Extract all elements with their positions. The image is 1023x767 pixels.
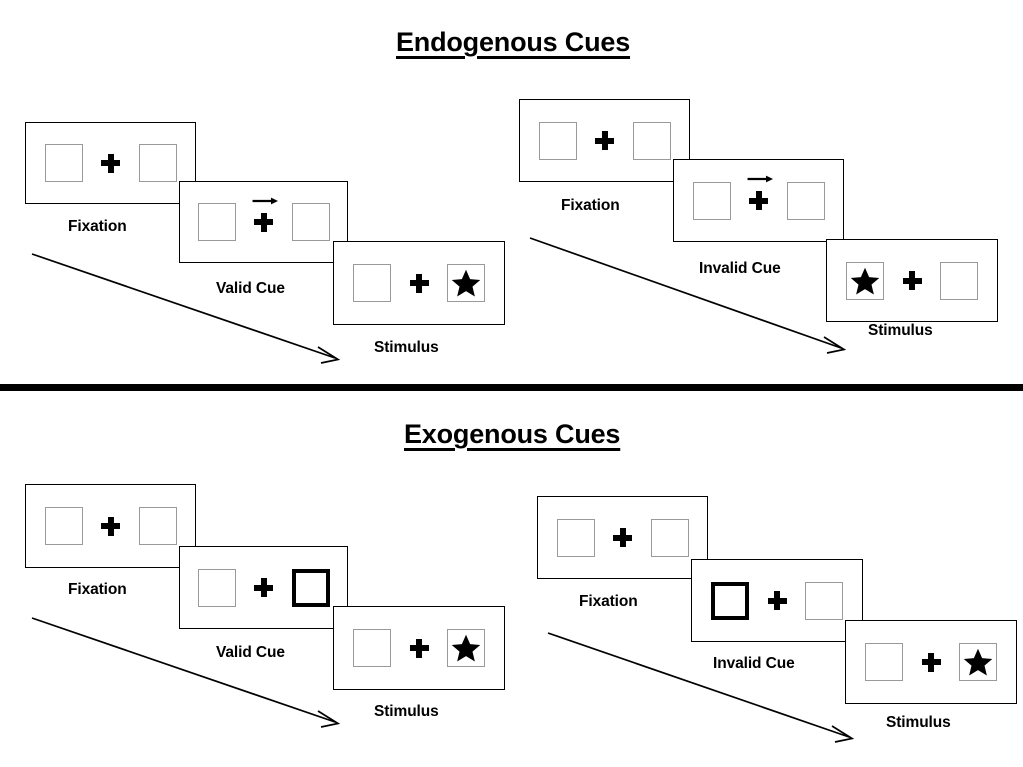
arrow-right-cue-icon: [747, 175, 773, 183]
placeholder-box-left: [44, 144, 83, 182]
frame-center: [612, 528, 634, 547]
trial-frame-exogenous-invalid-fixation: [537, 496, 708, 579]
section-title-exogenous: Exogenous Cues: [404, 419, 621, 449]
placeholder-box-right: [138, 507, 177, 545]
placeholder-box-left: [556, 518, 595, 557]
fixation-cross-icon: [613, 528, 632, 547]
fixation-cross-icon: [101, 516, 120, 536]
trial-frame-endogenous-invalid-stimulus: [826, 239, 998, 322]
trial-frame-exogenous-invalid-stimulus: [845, 620, 1017, 704]
frame-content: [827, 240, 997, 321]
frame-content: [520, 100, 689, 181]
placeholder-box-left: [353, 264, 391, 302]
trial-frame-endogenous-invalid-cue: [673, 159, 844, 242]
frame-center: [901, 271, 923, 290]
placeholder-box-left: [197, 568, 236, 607]
frame-caption-exogenous-valid-stimulus: Stimulus: [374, 703, 439, 720]
frame-content: [538, 497, 707, 578]
placeholder-box-right: [291, 203, 330, 241]
frame-content: [180, 182, 347, 262]
placeholder-box-left: [865, 643, 903, 681]
target-box-left: [846, 261, 884, 300]
section-title-endogenous: Endogenous Cues: [396, 27, 631, 57]
sequence-arrow-endogenous-valid: [31, 253, 341, 364]
sequence-arrow-endogenous-invalid: [529, 237, 847, 354]
trial-frame-exogenous-valid-cue: [179, 546, 348, 629]
trial-frame-endogenous-valid-fixation: [25, 122, 196, 204]
frame-caption-exogenous-valid-cue: Valid Cue: [216, 644, 285, 661]
placeholder-box-right: [650, 518, 689, 557]
frame-caption-exogenous-valid-fixation: Fixation: [68, 581, 127, 598]
frame-center: [253, 578, 275, 597]
trial-frame-exogenous-valid-stimulus: [333, 606, 505, 690]
cued-box-left: [711, 581, 749, 620]
placeholder-box-right: [940, 261, 978, 300]
frame-caption-endogenous-invalid-cue: Invalid Cue: [699, 260, 781, 277]
frame-caption-endogenous-valid-stimulus: Stimulus: [374, 339, 439, 356]
trial-frame-exogenous-invalid-cue: [691, 559, 863, 642]
arrow-right-cue-icon: [252, 197, 278, 204]
trial-frame-endogenous-valid-stimulus: [333, 241, 505, 325]
frame-caption-exogenous-invalid-cue: Invalid Cue: [713, 655, 795, 672]
frame-center: [408, 273, 430, 293]
frame-caption-endogenous-valid-fixation: Fixation: [68, 218, 127, 235]
placeholder-box-left: [538, 121, 577, 160]
frame-center: [252, 197, 278, 232]
placeholder-box-right: [805, 581, 843, 620]
fixation-cross-icon: [921, 652, 941, 672]
fixation-cross-icon: [409, 273, 429, 293]
star-icon: [963, 648, 993, 676]
fixation-cross-icon: [749, 191, 768, 210]
placeholder-box-left: [44, 507, 83, 545]
frame-content: [692, 560, 862, 641]
frame-content: [846, 621, 1016, 703]
placeholder-box-right: [632, 121, 671, 160]
section-divider: [0, 384, 1023, 391]
frame-caption-endogenous-valid-cue: Valid Cue: [216, 280, 285, 297]
fixation-cross-icon: [254, 578, 273, 597]
frame-content: [180, 547, 347, 628]
placeholder-box-left: [353, 629, 391, 667]
frame-caption-exogenous-invalid-fixation: Fixation: [579, 593, 638, 610]
fixation-cross-icon: [254, 212, 273, 232]
frame-center: [766, 591, 788, 610]
fixation-cross-icon: [409, 638, 429, 658]
frame-content: [334, 242, 504, 324]
frame-center: [408, 638, 430, 658]
star-icon: [451, 634, 481, 662]
frame-center: [100, 153, 122, 173]
placeholder-box-right: [138, 144, 177, 182]
sequence-arrow-exogenous-valid: [31, 617, 341, 728]
frame-content: [674, 160, 843, 241]
trial-frame-exogenous-valid-fixation: [25, 484, 196, 568]
frame-content: [26, 485, 195, 567]
frame-content: [334, 607, 504, 689]
frame-center: [747, 175, 773, 210]
frame-caption-endogenous-invalid-fixation: Fixation: [561, 197, 620, 214]
sequence-arrow-exogenous-invalid: [547, 632, 855, 743]
placeholder-box-left: [197, 203, 236, 241]
frame-caption-exogenous-invalid-stimulus: Stimulus: [886, 714, 951, 731]
target-box-right: [447, 264, 485, 302]
fixation-cross-icon: [595, 131, 614, 150]
frame-center: [100, 516, 122, 536]
frame-center: [920, 652, 942, 672]
trial-frame-endogenous-invalid-fixation: [519, 99, 690, 182]
fixation-cross-icon: [902, 271, 922, 290]
frame-center: [594, 131, 616, 150]
fixation-cross-icon: [101, 153, 120, 173]
trial-frame-endogenous-valid-cue: [179, 181, 348, 263]
cued-box-right: [291, 568, 330, 607]
star-icon: [850, 267, 880, 294]
frame-caption-endogenous-invalid-stimulus: Stimulus: [868, 322, 933, 339]
frame-content: [26, 123, 195, 203]
star-icon: [451, 269, 481, 297]
placeholder-box-right: [786, 181, 825, 220]
placeholder-box-left: [692, 181, 731, 220]
target-box-right: [447, 629, 485, 667]
target-box-right: [959, 643, 997, 681]
fixation-cross-icon: [767, 591, 787, 610]
